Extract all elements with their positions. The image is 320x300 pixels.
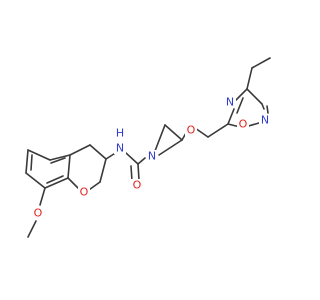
bond xyxy=(158,139,183,156)
atom-n-oxadiazole-2: N xyxy=(261,114,269,127)
bond xyxy=(49,154,71,161)
atom-o-ring: O xyxy=(80,186,89,199)
atom-o-ether: O xyxy=(187,124,196,137)
bond xyxy=(125,152,139,165)
bond xyxy=(251,57,271,69)
bond xyxy=(227,108,235,125)
bond xyxy=(67,154,71,179)
bond xyxy=(137,157,146,165)
atom-o-methoxy: O xyxy=(34,207,43,220)
atom-n-oxadiazole-4: N xyxy=(226,96,234,109)
bond xyxy=(89,144,107,160)
atom-h-amide: H xyxy=(116,127,124,140)
bond xyxy=(154,124,166,152)
bond xyxy=(246,67,253,90)
bond xyxy=(164,124,183,141)
bond xyxy=(50,157,66,164)
bond xyxy=(194,127,209,138)
atom-n-azetidine: N xyxy=(148,150,156,163)
bond xyxy=(39,187,46,206)
bond xyxy=(69,144,91,156)
bond xyxy=(27,220,37,238)
bond xyxy=(27,149,51,161)
bond xyxy=(246,88,263,105)
bond xyxy=(46,175,64,184)
atom-o-carbonyl: O xyxy=(133,179,142,192)
atom-o-oxadiazole: O xyxy=(239,118,248,131)
bond xyxy=(130,165,133,182)
bond xyxy=(99,158,107,183)
bond xyxy=(236,97,244,114)
molecule-diagram: N H N O O O N O N O xyxy=(25,57,271,238)
bond xyxy=(137,163,140,181)
bond xyxy=(207,123,229,138)
bond xyxy=(261,103,265,110)
bond xyxy=(266,105,269,114)
bond xyxy=(25,149,29,174)
bond xyxy=(67,177,79,189)
bonds xyxy=(25,57,271,238)
bond xyxy=(44,177,69,189)
atom-n-amide: N xyxy=(116,142,124,155)
bond xyxy=(25,172,46,189)
bond xyxy=(30,154,33,171)
atom-labels: N H N O O O N O N O xyxy=(32,96,271,220)
